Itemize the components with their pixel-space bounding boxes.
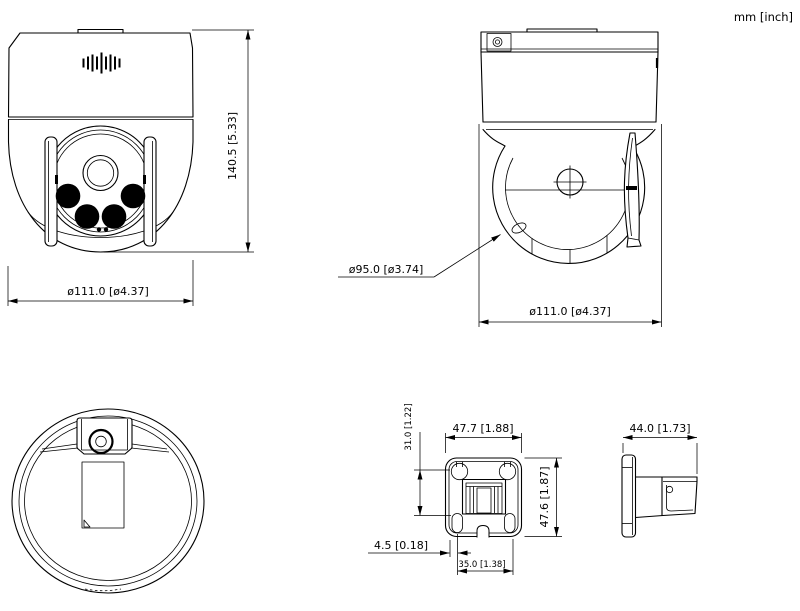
ir-led-array xyxy=(55,183,146,232)
side-diameter-dimension: ø111.0 [ø4.37] xyxy=(478,124,662,327)
bracket-slot-spacing-dim-label: 35.0 [1.38] xyxy=(458,560,505,570)
bracket-wall-plate xyxy=(621,454,637,538)
cable-notch xyxy=(476,524,490,538)
side-dome-diameter-dim-label: ø95.0 [ø3.74] xyxy=(349,263,424,276)
cable-grommet-icon xyxy=(88,428,114,455)
camera-head xyxy=(44,125,157,237)
front-view: 140.5 [5.33] ø111.0 [ø4.37] xyxy=(7,28,254,306)
yoke-arm-right xyxy=(143,136,157,247)
front-diameter-dimension: ø111.0 [ø4.37] xyxy=(7,260,194,306)
units-label: mm [inch] xyxy=(734,10,793,24)
dome-button xyxy=(511,222,527,234)
bracket-hole-spacing-dimension: 31.0 [1.22] xyxy=(404,403,451,516)
bracket-depth-dim-label: 44.0 [1.73] xyxy=(629,422,690,435)
side-diameter-dim-label: ø111.0 [ø4.37] xyxy=(529,305,611,318)
side-arm xyxy=(623,132,642,248)
bracket-edge-offset-dimension: 4.5 [0.18] xyxy=(368,534,471,575)
front-height-dim-label: 140.5 [5.33] xyxy=(226,112,239,180)
front-diameter-dim-label: ø111.0 [ø4.37] xyxy=(67,285,149,298)
bracket-side-view: 44.0 [1.73] xyxy=(621,422,698,538)
bracket-height-dim-label: 47.6 [1.87] xyxy=(538,466,551,527)
camera-top-cap xyxy=(7,32,194,118)
speaker-grille-icon xyxy=(82,52,121,74)
camera-body xyxy=(7,118,194,253)
bracket-edge-offset-dim-label: 4.5 [0.18] xyxy=(374,539,428,552)
screw-icon xyxy=(486,33,512,52)
yoke-arm-left xyxy=(44,136,58,247)
base-outer-ring xyxy=(11,408,205,594)
arm-screw-hole xyxy=(665,485,674,494)
label-recess xyxy=(81,461,125,529)
bracket-back-view: 47.7 [1.88] 31.0 [1.22] 47.6 [1.87] 4.5 … xyxy=(368,403,562,575)
mounting-slot-bottom-left xyxy=(451,513,463,533)
bracket-slot-spacing-dimension: 35.0 [1.38] xyxy=(457,539,514,575)
cable-tab xyxy=(76,417,133,455)
bracket-width-dim-label: 47.7 [1.88] xyxy=(452,422,513,435)
camera-dome xyxy=(492,145,646,264)
mounting-slot-bottom-right xyxy=(504,513,516,533)
camera-lens-icon xyxy=(82,154,119,192)
mounting-hole-top-left xyxy=(450,461,469,481)
dome-diameter-leader: ø95.0 [ø3.74] xyxy=(338,234,501,278)
bracket-hub xyxy=(461,478,507,515)
crosshair-icon xyxy=(553,165,587,199)
camera-top-band xyxy=(480,31,659,53)
bracket-depth-dimension: 44.0 [1.73] xyxy=(622,422,698,474)
bracket-arm xyxy=(634,476,698,519)
bracket-hole-spacing-dim-label: 31.0 [1.22] xyxy=(404,403,414,450)
mounting-hole-top-right xyxy=(498,461,517,481)
bracket-height-dimension: 47.6 [1.87] xyxy=(524,457,562,537)
orientation-mark xyxy=(83,519,91,528)
bracket-plate xyxy=(444,457,523,538)
front-height-dimension: 140.5 [5.33] xyxy=(104,29,254,253)
side-view: ø111.0 [ø4.37] ø95.0 [ø3.74] xyxy=(338,28,662,327)
bottom-view xyxy=(11,408,205,594)
bracket-width-dimension: 47.7 [1.88] xyxy=(445,422,522,453)
